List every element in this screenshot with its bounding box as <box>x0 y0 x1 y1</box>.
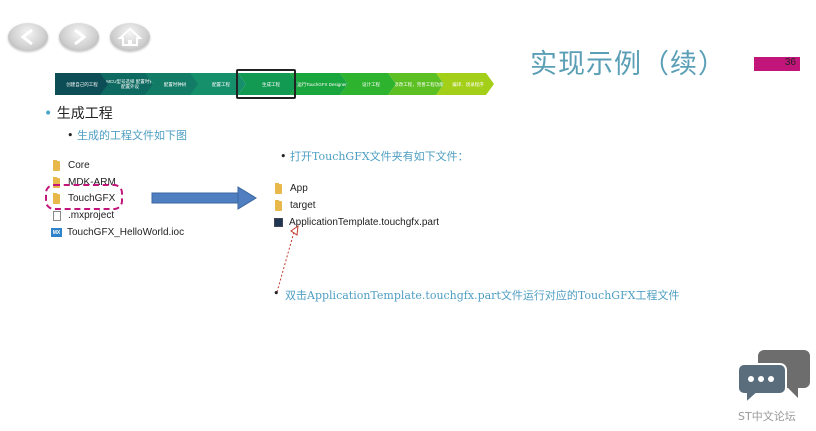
bullet-level2: • 生成的工程文件如下图 <box>67 127 187 143</box>
page-title: 实现示例（续） <box>530 49 726 80</box>
step-8[interactable]: 修改工程，完善工程功能 <box>388 73 444 95</box>
step-1[interactable]: 创建自己的工程 <box>55 73 109 95</box>
step-4[interactable]: 配置工程 <box>190 73 246 95</box>
folder-icon <box>53 159 60 171</box>
file-item-app[interactable]: App <box>275 182 308 194</box>
step-9[interactable]: 编译、烧录程序 <box>436 73 494 95</box>
bullet-dot-icon: • <box>44 106 53 122</box>
file-name: Core <box>68 160 90 171</box>
file-name: App <box>290 183 308 194</box>
step-7[interactable]: 设计工程 <box>340 73 396 95</box>
file-item-ioc[interactable]: MX TouchGFX_HelloWorld.ioc <box>51 227 184 238</box>
page-number: 36 <box>784 57 796 68</box>
file-name: TouchGFX_HelloWorld.ioc <box>67 227 185 238</box>
bullet-level1: • 生成工程 <box>44 103 113 123</box>
page-number-badge: 36 <box>754 57 800 71</box>
file-item-mdk-arm[interactable]: MDK-ARM <box>53 176 116 188</box>
bullet-dot-icon: • <box>280 150 287 163</box>
file-item-touchgfx-part[interactable]: ApplicationTemplate.touchgfx.part <box>274 217 439 228</box>
home-icon <box>117 27 143 46</box>
file-item-mxproject[interactable]: .mxproject <box>53 210 114 221</box>
folder-icon <box>275 182 282 194</box>
forum-label: ST中文论坛 <box>738 410 796 423</box>
step-2[interactable]: MCU型号选择 配置时钟 配置外设 <box>100 73 154 95</box>
file-name: .mxproject <box>68 210 115 221</box>
file-item-core[interactable]: Core <box>53 159 90 171</box>
mx-icon: MX <box>51 228 62 237</box>
chat-bubble-icon <box>737 350 810 404</box>
note-text: 双击ApplicationTemplate.touchgfx.part文件运行对… <box>285 289 680 302</box>
back-arrow-icon <box>20 28 33 46</box>
file-item-touchgfx[interactable]: TouchGFX <box>53 192 116 204</box>
file-item-target[interactable]: target <box>275 199 316 211</box>
bullet-level1-text: 生成工程 <box>56 106 113 122</box>
bullet-dot-icon: • <box>67 129 74 142</box>
back-button[interactable] <box>8 23 48 51</box>
bullet-level2-text: 生成的工程文件如下图 <box>77 129 187 142</box>
active-step-highlight <box>236 69 296 99</box>
forward-arrow-icon <box>74 28 87 46</box>
step-5[interactable]: 生成工程 <box>238 73 298 95</box>
file-name: TouchGFX <box>68 193 116 204</box>
touchgfx-icon <box>274 218 283 227</box>
step-6[interactable]: 运行TouchGFX Designer <box>290 73 348 95</box>
file-name: MDK-ARM <box>68 177 116 188</box>
folder-icon <box>275 199 282 211</box>
file-icon <box>53 210 61 221</box>
file-name: ApplicationTemplate.touchgfx.part <box>289 217 440 228</box>
right-arrow-icon <box>151 186 257 210</box>
note: • 双击ApplicationTemplate.touchgfx.part文件运… <box>273 287 680 303</box>
folder-icon <box>53 192 60 204</box>
bullet-dot-icon: • <box>273 287 280 300</box>
pointer-line <box>276 224 299 293</box>
right-intro-text: 打开TouchGFX文件夹有如下文件： <box>290 150 469 163</box>
folder-icon <box>53 176 60 188</box>
file-name: target <box>290 200 316 211</box>
touchgfx-highlight <box>45 184 123 210</box>
home-button[interactable] <box>110 23 150 51</box>
right-intro: • 打开TouchGFX文件夹有如下文件： <box>280 148 469 164</box>
forward-button[interactable] <box>59 23 99 51</box>
step-3[interactable]: 配置时钟树 <box>145 73 199 95</box>
